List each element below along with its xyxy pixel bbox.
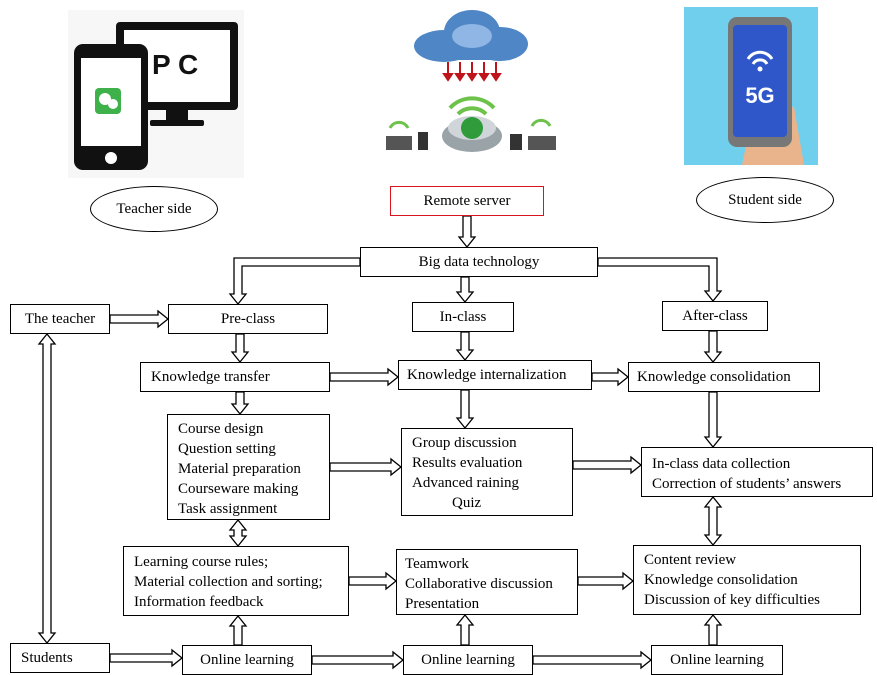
in-class-box: In-class [412, 302, 514, 332]
pre-class-tasks-box: Course design Question setting Material … [167, 414, 330, 520]
big-data-box: Big data technology [360, 247, 598, 277]
arrow-elbow-right [597, 257, 723, 303]
arrow-right [311, 650, 405, 670]
in-task: Quiz [452, 495, 482, 511]
pre-student-item: Information feedback [134, 594, 264, 610]
arrow-down [703, 391, 723, 449]
after-class-tasks-box: In-class data collection Correction of s… [641, 447, 873, 497]
signal-icon [746, 50, 774, 65]
arrow-right [591, 367, 630, 387]
arrow-down [455, 276, 475, 304]
5g-label: 5G [745, 83, 774, 108]
wifi-icon [448, 96, 496, 116]
after-class-student-box: Content review Knowledge consolidation D… [633, 545, 861, 615]
pre-student-item: Material collection and sorting; [134, 574, 323, 590]
arrow-down [230, 333, 250, 364]
online-learning-after-box: Online learning [651, 645, 783, 675]
cloud-icon [414, 10, 528, 62]
pre-student-item: Learning course rules; [134, 554, 269, 570]
pc-and-phone-image: P C [68, 10, 244, 178]
arrow-right [329, 457, 403, 477]
after-student-item: Discussion of key difficulties [644, 592, 820, 608]
after-student-item: Knowledge consolidation [644, 572, 798, 588]
arrow-double [37, 332, 57, 645]
online-learning-in-box: Online learning [403, 645, 533, 675]
knowledge-internalization-box: Knowledge internalization [398, 360, 592, 390]
arrow-right [329, 367, 400, 387]
in-student-item: Teamwork [405, 556, 469, 572]
cloud-server-image [386, 10, 556, 152]
5g-phone-image: 5G [684, 7, 818, 165]
in-student-item: Collaborative discussion [405, 576, 553, 592]
after-class-box: After-class [662, 301, 768, 331]
knowledge-consolidation-box: Knowledge consolidation [628, 362, 820, 392]
arrow-up [703, 613, 723, 646]
arrow-double [703, 495, 723, 547]
arrow-down [230, 391, 250, 416]
arrow-right [572, 455, 643, 475]
in-task: Advanced raining [412, 475, 520, 491]
after-task: In-class data collection [652, 456, 791, 472]
teacher-box: The teacher [10, 304, 110, 334]
arrow-right [109, 648, 184, 668]
pre-task: Material preparation [178, 461, 301, 477]
student-side-label: Student side [696, 177, 834, 223]
arrow-up [455, 613, 475, 646]
pre-task: Task assignment [178, 501, 278, 517]
arrow-elbow-left [228, 257, 361, 306]
after-student-item: Content review [644, 552, 737, 568]
pc-label: P C [152, 49, 198, 80]
in-class-student-box: Teamwork Collaborative discussion Presen… [396, 549, 578, 615]
after-task: Correction of students’ answers [652, 476, 842, 492]
arrow-right [348, 571, 398, 591]
arrow-down [455, 331, 475, 362]
remote-server-box: Remote server [390, 186, 544, 216]
arrow-right [532, 650, 653, 670]
in-student-item: Presentation [405, 596, 480, 612]
online-learning-pre-box: Online learning [182, 645, 312, 675]
arrow-down [703, 330, 723, 364]
in-task: Results evaluation [412, 455, 523, 471]
pre-task: Courseware making [178, 481, 299, 497]
pre-class-student-box: Learning course rules; Material collecti… [123, 546, 349, 616]
arrow-right [577, 571, 635, 591]
arrow-up [228, 614, 248, 646]
arrow-right [109, 309, 170, 329]
students-box: Students [10, 643, 110, 673]
teacher-side-label: Teacher side [90, 186, 218, 232]
pre-class-box: Pre-class [168, 304, 328, 334]
arrow-double [228, 518, 248, 548]
arrow-down [457, 215, 477, 249]
pre-task: Question setting [178, 441, 276, 457]
in-class-tasks-box: Group discussion Results evaluation Adva… [401, 428, 573, 516]
knowledge-transfer-box: Knowledge transfer [140, 362, 330, 392]
in-task: Group discussion [412, 435, 517, 451]
pre-task: Course design [178, 421, 264, 437]
arrow-down [455, 389, 475, 430]
